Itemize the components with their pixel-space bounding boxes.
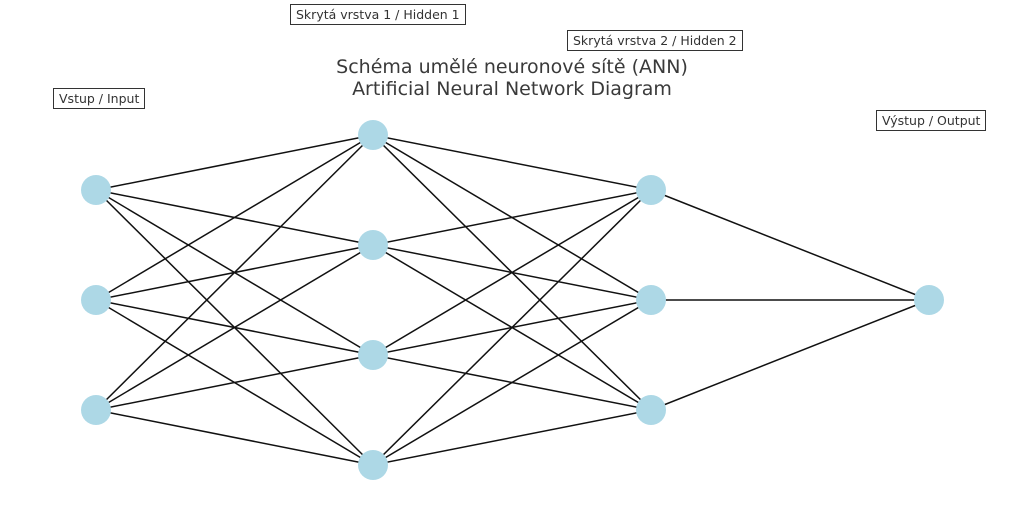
neuron-hidden2-1 [636, 175, 666, 205]
edge-hidden2-3-to-output-1 [650, 299, 930, 411]
neuron-input-1 [81, 175, 111, 205]
edge-input-1-to-hidden1-1 [95, 134, 374, 191]
neuron-hidden2-3 [636, 395, 666, 425]
edge-hidden1-3-to-hidden2-1 [372, 189, 652, 356]
edge-input-2-to-hidden1-1 [95, 134, 374, 301]
neuron-input-2 [81, 285, 111, 315]
neurons [81, 120, 944, 480]
neuron-hidden1-4 [358, 450, 388, 480]
edge-input-3-to-hidden1-3 [95, 354, 374, 411]
edge-hidden2-1-to-output-1 [650, 189, 930, 301]
edge-hidden1-4-to-hidden2-1 [372, 189, 652, 466]
connections [95, 134, 930, 466]
label-hidden1: Skrytá vrstva 1 / Hidden 1 [290, 4, 466, 25]
neuron-hidden1-2 [358, 230, 388, 260]
edge-hidden1-4-to-hidden2-3 [372, 409, 652, 466]
edge-input-3-to-hidden1-1 [95, 134, 374, 411]
neuron-hidden1-3 [358, 340, 388, 370]
title-line-1: Schéma umělé neuronové sítě (ANN) [336, 56, 688, 78]
neuron-output-1 [914, 285, 944, 315]
neuron-hidden1-1 [358, 120, 388, 150]
edge-hidden1-1-to-hidden2-1 [372, 134, 652, 191]
edge-input-3-to-hidden1-4 [95, 409, 374, 466]
edge-input-3-to-hidden1-2 [95, 244, 374, 411]
label-input: Vstup / Input [53, 88, 146, 109]
neuron-input-3 [81, 395, 111, 425]
label-hidden2: Skrytá vrstva 2 / Hidden 2 [567, 30, 743, 51]
edge-hidden1-4-to-hidden2-2 [372, 299, 652, 466]
edge-hidden1-2-to-hidden2-1 [372, 189, 652, 246]
neuron-hidden2-2 [636, 285, 666, 315]
title-line-2: Artificial Neural Network Diagram [352, 78, 672, 100]
label-output: Výstup / Output [876, 110, 987, 131]
